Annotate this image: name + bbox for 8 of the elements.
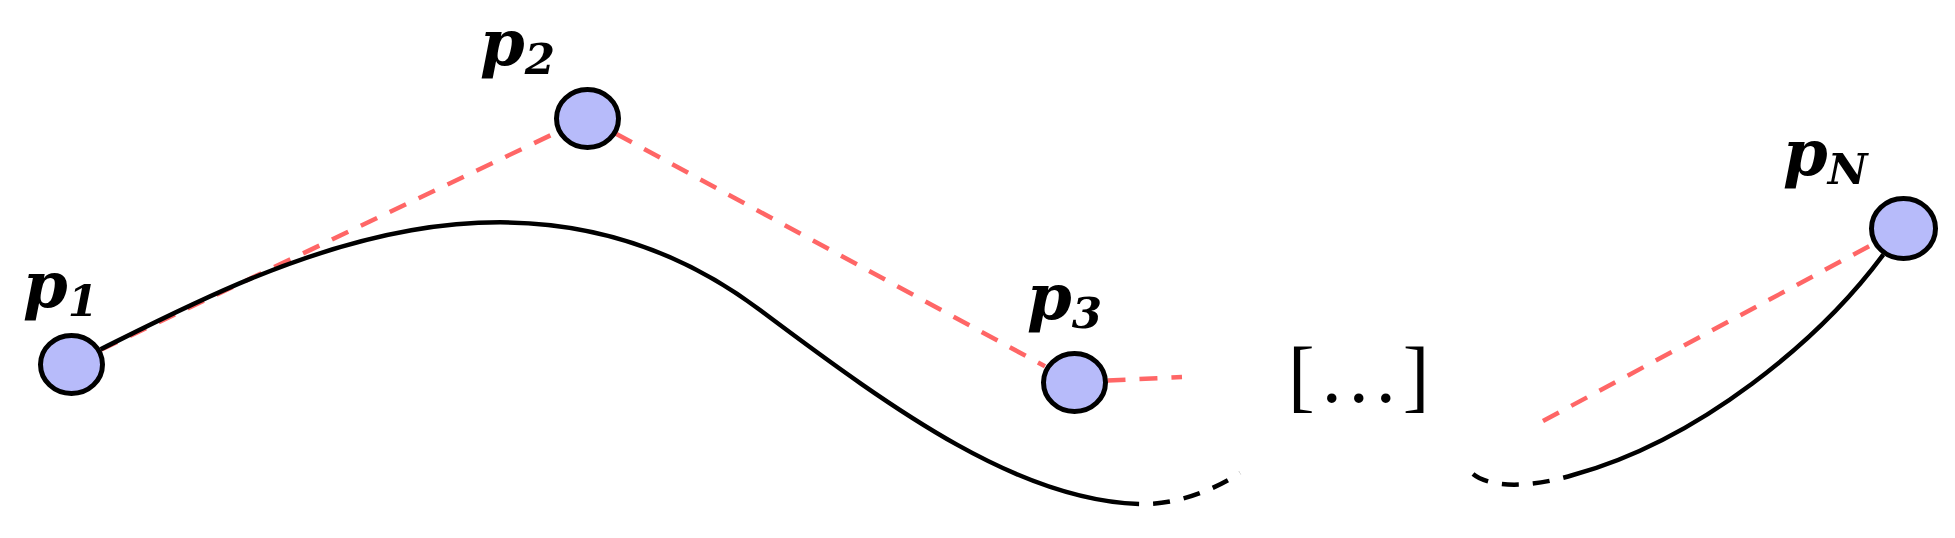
point-label: p$_{2}$ xyxy=(480,8,556,79)
ellipsis-text: [...] xyxy=(1288,335,1437,415)
point-label: p$_{1}$ xyxy=(23,250,99,321)
point-label: p$_{N}$ xyxy=(1783,118,1868,189)
dashed-line xyxy=(614,131,1047,369)
curve-line xyxy=(1471,253,1886,487)
dashed-line xyxy=(1107,374,1183,383)
point-label: p$_{3}$ xyxy=(1027,262,1103,333)
